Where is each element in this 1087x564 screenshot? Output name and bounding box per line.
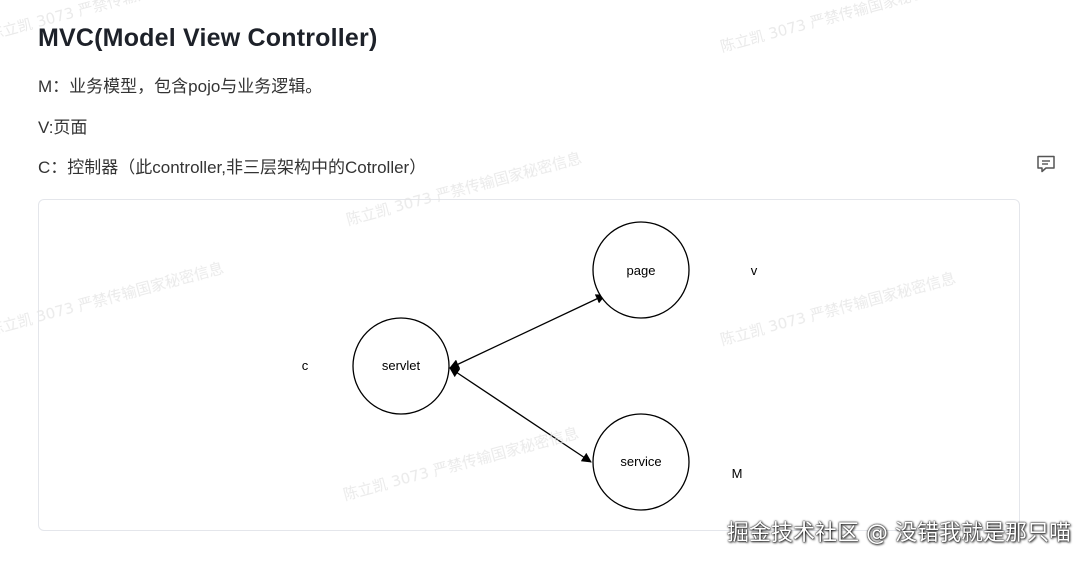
controller-label: c [302, 358, 309, 373]
view-label: v [751, 263, 758, 278]
servlet-page-arrow [449, 294, 606, 369]
view-description: V:页面 [38, 118, 88, 137]
model-description: M：业务模型，包含pojo与业务逻辑。 [38, 77, 323, 96]
service-node: service [592, 413, 690, 511]
servlet-node-label: servlet [382, 358, 421, 373]
page-title: MVC(Model View Controller) [38, 24, 378, 52]
servlet-service-arrow [449, 367, 592, 463]
comment-icon[interactable] [1035, 153, 1057, 175]
page-node-label: page [627, 263, 656, 278]
page-node: page [592, 221, 690, 319]
mvc-diagram: page servlet service v c M [38, 199, 1020, 531]
controller-description: C：控制器（此controller,非三层架构中的Cotroller） [38, 158, 427, 177]
source-watermark: 掘金技术社区 @ 没错我就是那只喵 [727, 521, 1071, 546]
model-label: M [732, 466, 743, 481]
service-node-label: service [620, 454, 661, 469]
servlet-node: servlet [352, 317, 450, 415]
watermark-text: 陈立凯 3073 严禁传输国家秘密信息 [718, 0, 957, 56]
